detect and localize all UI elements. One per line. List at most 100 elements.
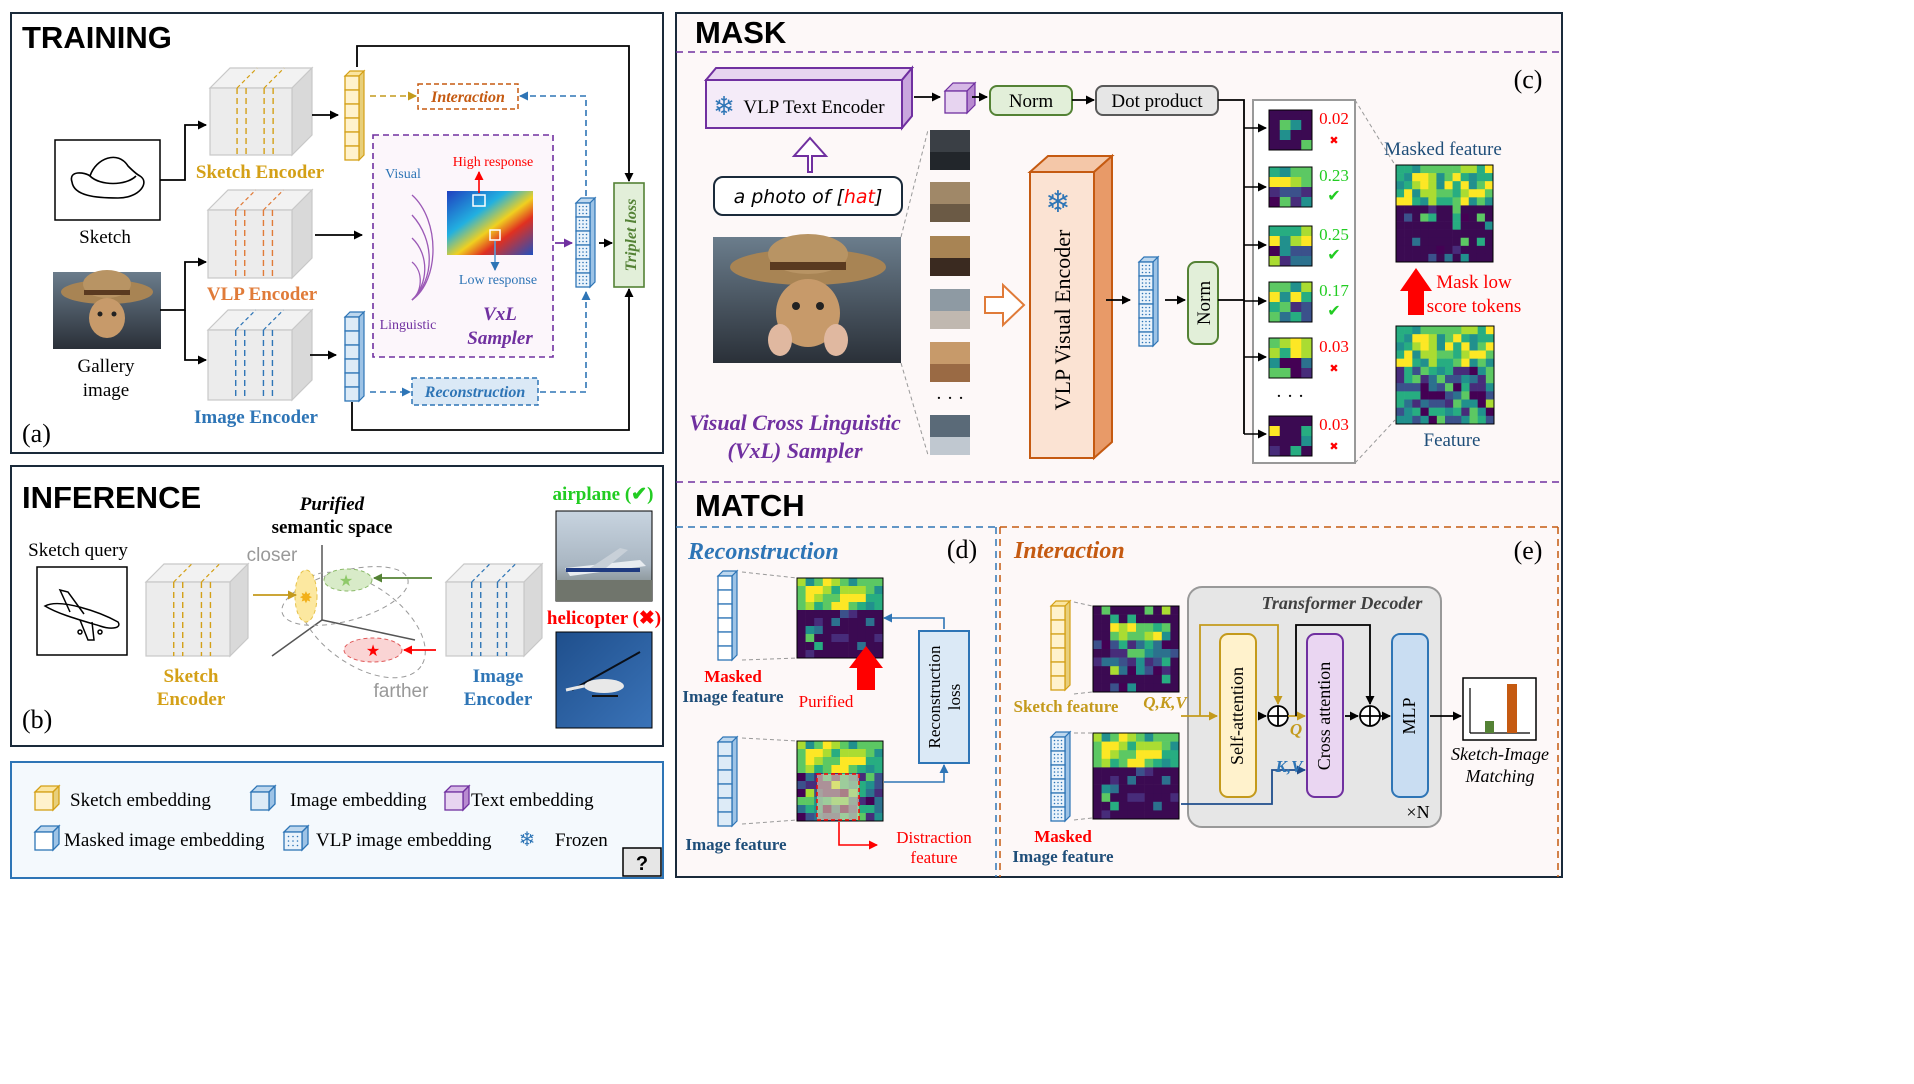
text-embedding-token	[943, 81, 977, 115]
interaction-box	[417, 83, 519, 110]
interaction-section-title: Interaction	[1013, 538, 1125, 564]
image-patch-2	[930, 182, 970, 222]
prompt-text: a photo of [hat]	[734, 186, 883, 208]
triplet-arrows	[351, 45, 634, 431]
masked-image-stack	[716, 569, 739, 662]
inf-image-encoder-block	[444, 562, 544, 658]
vlp-encoder-block	[206, 188, 314, 280]
reconstruction-section-title: Reconstruction	[687, 539, 839, 565]
score-patch-heatmap-4	[1268, 281, 1313, 323]
masked-image-feature-map-2	[1092, 732, 1180, 820]
svg-text:★: ★	[366, 643, 380, 660]
mask-cat-photo	[713, 234, 901, 363]
airplane-photo	[555, 510, 653, 602]
cross-icon: ✖	[1329, 440, 1338, 453]
mask-low-up-arrow	[1400, 268, 1432, 315]
triplet-loss-box	[613, 182, 645, 288]
image-patch-6	[930, 415, 970, 455]
purified-label: Purified	[299, 494, 365, 515]
legend-vlp-image-embedding: VLP image embedding	[316, 830, 492, 851]
plus-node-2	[1359, 705, 1381, 727]
score-row-5: 0.03✖	[1268, 337, 1349, 379]
svg-text:✸: ✸	[299, 590, 312, 607]
prompt-box	[713, 176, 903, 216]
check-icon: ✔	[1327, 301, 1340, 320]
purified-match-label: Purified	[799, 692, 854, 711]
attention-arcs	[411, 194, 434, 301]
interaction-stacks	[1049, 599, 1072, 823]
self-attention-box	[1219, 633, 1257, 798]
cross-attention-box	[1306, 633, 1344, 798]
masked-label-line2: Image feature	[682, 687, 784, 706]
help-button-label: ?	[636, 853, 648, 875]
low-response-label: Low response	[459, 273, 537, 288]
cross-attention-label: Cross attention	[1314, 662, 1334, 771]
masked-feature-heatmap-2	[1092, 732, 1180, 820]
inference-title: INFERENCE	[22, 480, 201, 515]
times-n-label: ×N	[1406, 802, 1429, 822]
vlp-encoder-label: VLP Encoder	[207, 284, 318, 305]
score-arrows	[1244, 123, 1267, 439]
score-value-6: 0.03	[1319, 415, 1349, 434]
image-patch-4	[930, 289, 970, 329]
legend-panel	[10, 761, 664, 879]
interaction-guide-lines	[1073, 601, 1093, 821]
panel-c-label: (c)	[1514, 65, 1543, 94]
feature-label: Feature	[1424, 430, 1481, 451]
distraction-line1: Distraction	[896, 828, 972, 847]
training-dashed-arrows	[370, 91, 591, 397]
text-encoder-label: VLP Text Encoder	[743, 97, 885, 118]
dot-product-label: Dot product	[1111, 91, 1203, 112]
legend-text-embedding: Text embedding	[471, 790, 594, 811]
inf-sketch-encoder-line2: Encoder	[157, 689, 226, 710]
masked-image-feature-map	[796, 577, 884, 659]
transformer-decoder-label: Transformer Decoder	[1262, 593, 1424, 613]
masked-label-line1: Masked	[704, 667, 762, 686]
score-rows: 0.02✖0.23✔0.25✔0.17✔0.03✖0.03✖	[1268, 109, 1349, 457]
score-patch-heatmap-2	[1268, 166, 1313, 208]
self-attention-label: Self-attention	[1227, 667, 1247, 765]
score-row-2: 0.23✔	[1268, 166, 1349, 208]
training-input-arrows	[160, 110, 363, 365]
legend-text-cube	[443, 784, 471, 812]
image-embedding-stack	[343, 310, 366, 403]
q-label: Q	[1290, 720, 1302, 739]
plus-node-1	[1267, 705, 1289, 727]
panel-d-label: (d)	[947, 535, 977, 564]
svg-text:★: ★	[339, 573, 353, 590]
panel-a-label: (a)	[22, 419, 51, 448]
interaction-label: Interaction	[430, 89, 505, 106]
dot-product-routing	[1218, 99, 1245, 434]
vxl-sampler-caption-line2: (VxL) Sampler	[727, 438, 862, 463]
qkv-label: Q,K,V	[1143, 693, 1188, 712]
distraction-region	[816, 773, 860, 821]
image-patch-5	[930, 342, 970, 382]
image-feature-stack	[716, 735, 739, 828]
text-up-arrow	[791, 136, 829, 173]
inference-encoders	[144, 562, 544, 658]
sketch-hat-image	[54, 139, 161, 221]
masked-image-line2: Image feature	[1012, 847, 1114, 866]
sampled-token-stack	[574, 196, 597, 289]
mask-embedding-stacks	[943, 81, 1160, 348]
score-ellipsis: · · ·	[1276, 386, 1304, 407]
airplane-label: airplane (✔)	[553, 484, 654, 505]
closer-label: closer	[247, 545, 298, 566]
masked-feature-stack	[1049, 730, 1072, 823]
mlp-box	[1391, 633, 1429, 798]
visual-norm-box	[1187, 261, 1219, 345]
image-encoder-block	[206, 308, 314, 402]
sampler-label-line1: VxL	[483, 304, 517, 325]
help-button[interactable]: ?	[622, 847, 662, 877]
matching-chart-icon	[1462, 677, 1537, 741]
farther-label: farther	[374, 681, 430, 702]
score-row-6: 0.03 ✖	[1268, 415, 1349, 457]
panel-e-label: (e)	[1514, 536, 1543, 565]
gallery-label-line1: Gallery	[78, 356, 135, 377]
semantic-space-axes	[271, 545, 416, 657]
image-patch-column	[930, 130, 970, 455]
panel-b-label: (b)	[22, 705, 52, 734]
sketch-embedding-stack	[343, 69, 366, 162]
hat-drawing	[70, 156, 145, 199]
score-patch-heatmap-1	[1268, 109, 1313, 151]
